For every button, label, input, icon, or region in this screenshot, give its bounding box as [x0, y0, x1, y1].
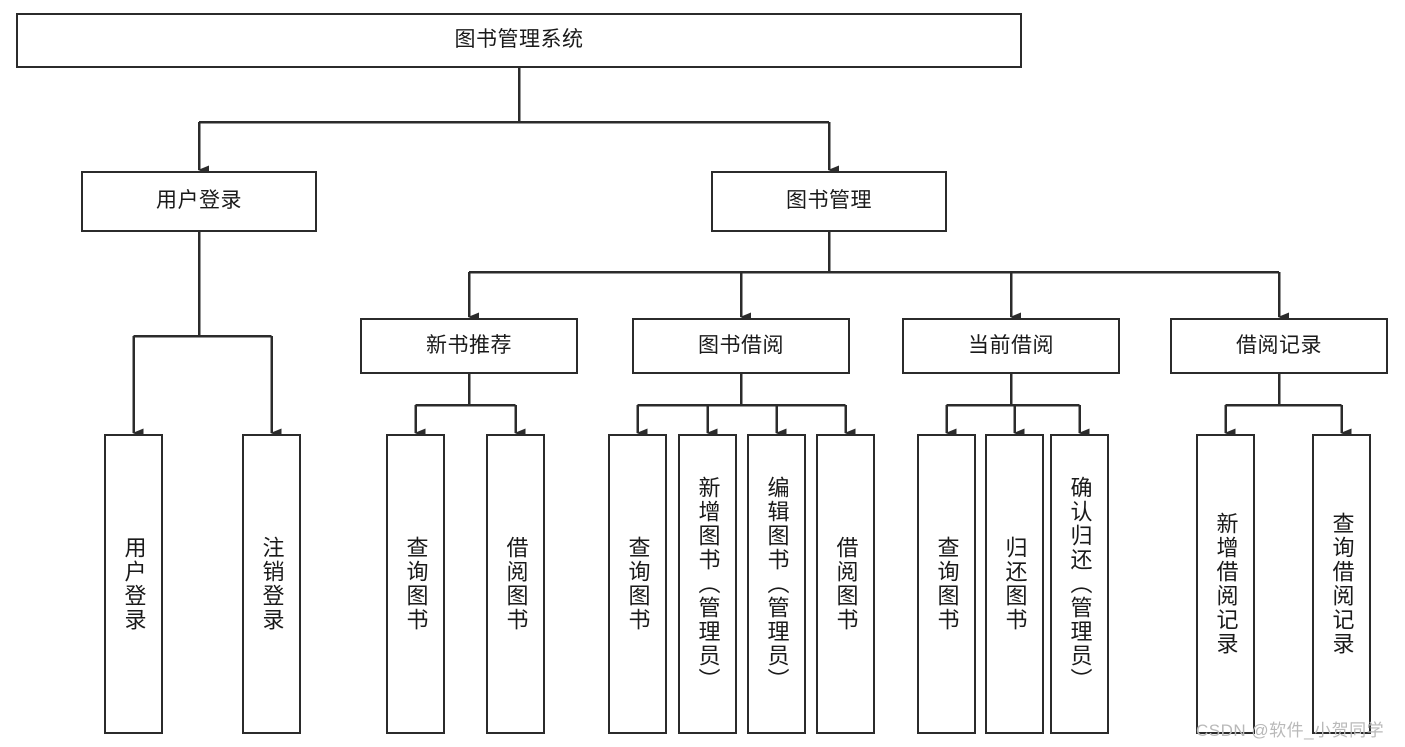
node-label: 查询图书	[934, 536, 960, 632]
node-label: 新增借阅记录	[1213, 512, 1239, 656]
node-label: 编辑图书（管理员）	[764, 476, 790, 692]
node-leaf-borrow-add[interactable]: 新增图书（管理员）	[678, 434, 737, 734]
node-book-manage[interactable]: 图书管理	[711, 171, 947, 232]
node-label: 借阅图书	[503, 536, 529, 632]
node-label: 新增图书（管理员）	[695, 476, 721, 692]
node-label: 用户登录	[156, 189, 242, 213]
node-leaf-rec-query2[interactable]: 查询借阅记录	[1312, 434, 1371, 734]
node-label: 图书管理系统	[454, 28, 584, 52]
node-leaf-cur-confirm[interactable]: 确认归还（管理员）	[1050, 434, 1109, 734]
node-borrow-record[interactable]: 借阅记录	[1170, 318, 1388, 374]
node-leaf-cur-return[interactable]: 归还图书	[985, 434, 1044, 734]
node-label: 查询图书	[625, 536, 651, 632]
node-label: 查询借阅记录	[1329, 512, 1355, 656]
node-leaf-user-login[interactable]: 用户登录	[104, 434, 163, 734]
node-label: 注销登录	[259, 536, 285, 632]
node-leaf-rec-add[interactable]: 新增借阅记录	[1196, 434, 1255, 734]
node-label: 图书借阅	[698, 333, 784, 357]
node-label: 归还图书	[1002, 536, 1028, 632]
node-label: 查询图书	[403, 536, 429, 632]
node-root[interactable]: 图书管理系统	[16, 13, 1022, 68]
node-current-borrow[interactable]: 当前借阅	[902, 318, 1120, 374]
node-label: 借阅图书	[833, 536, 859, 632]
node-label: 借阅记录	[1236, 333, 1322, 357]
node-leaf-user-logout[interactable]: 注销登录	[242, 434, 301, 734]
node-label: 用户登录	[121, 536, 147, 632]
node-leaf-borrow-edit[interactable]: 编辑图书（管理员）	[747, 434, 806, 734]
node-label: 新书推荐	[426, 333, 512, 357]
node-leaf-borrow-query[interactable]: 查询图书	[608, 434, 667, 734]
node-leaf-rec-borrow[interactable]: 借阅图书	[486, 434, 545, 734]
node-book-borrow[interactable]: 图书借阅	[632, 318, 850, 374]
node-leaf-cur-query[interactable]: 查询图书	[917, 434, 976, 734]
node-leaf-rec-query[interactable]: 查询图书	[386, 434, 445, 734]
node-label: 确认归还（管理员）	[1067, 476, 1093, 692]
node-label: 图书管理	[786, 189, 872, 213]
edge-paths	[132, 68, 1352, 438]
node-new-book-rec[interactable]: 新书推荐	[360, 318, 578, 374]
node-leaf-borrow-lend[interactable]: 借阅图书	[816, 434, 875, 734]
node-label: 当前借阅	[968, 333, 1054, 357]
node-user-login[interactable]: 用户登录	[81, 171, 317, 232]
